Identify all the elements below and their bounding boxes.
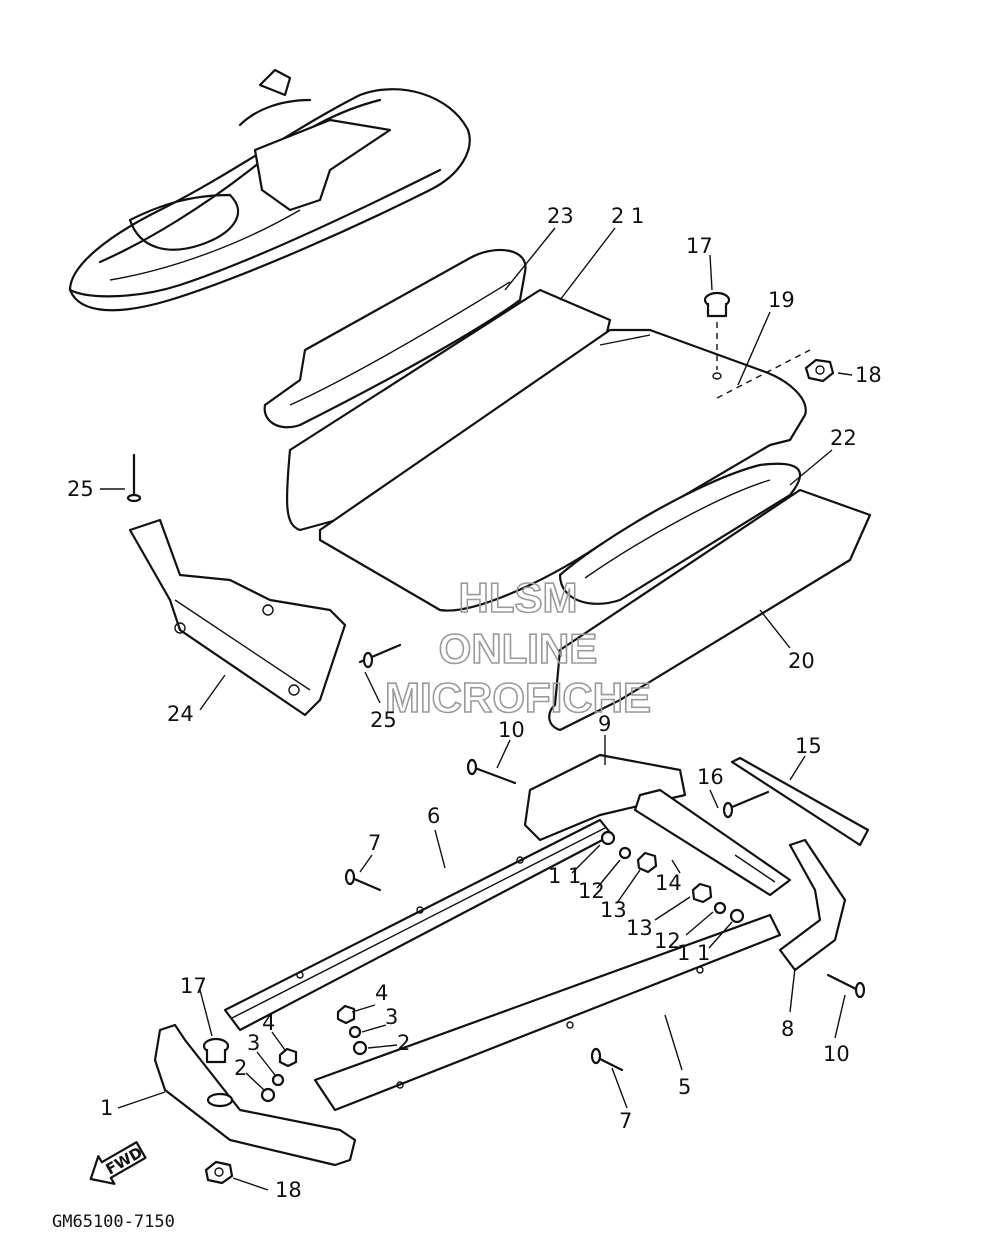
bracket-24 — [128, 518, 347, 717]
callout-5: 5 — [678, 1075, 691, 1099]
strip-15 — [730, 756, 870, 847]
callout-13: 13 — [626, 916, 653, 940]
bolt-10-top — [466, 758, 517, 785]
rail-5 — [313, 913, 782, 1112]
callout-3: 3 — [385, 1005, 398, 1029]
callout-7: 7 — [368, 831, 381, 855]
callout-12: 12 — [578, 879, 605, 903]
forward-direction-arrow: FWD — [89, 1141, 147, 1185]
callout-13: 13 — [600, 898, 627, 922]
leader-lines — [100, 227, 853, 1191]
callout-17: 17 — [180, 974, 207, 998]
callout-7: 7 — [619, 1109, 632, 1133]
callout-10: 10 — [498, 718, 525, 742]
callout-24: 24 — [167, 702, 194, 726]
callout-15: 15 — [795, 734, 822, 758]
callout-2: 2 — [397, 1031, 410, 1055]
bumper-1 — [153, 1023, 357, 1167]
callout-3: 3 — [247, 1031, 260, 1055]
callout-25: 25 — [67, 477, 94, 501]
callout-8: 8 — [781, 1017, 794, 1041]
callout-4: 4 — [375, 981, 388, 1005]
callout-18: 18 — [275, 1178, 302, 1202]
callout-20: 20 — [788, 649, 815, 673]
bracket-8 — [778, 838, 847, 972]
callout-19: 19 — [768, 288, 795, 312]
rivet-16 — [722, 790, 770, 819]
callout-18: 18 — [855, 363, 882, 387]
callout-14: 14 — [655, 871, 682, 895]
grommet-17-bottom — [202, 1037, 230, 1064]
washers-11-12-13-left — [600, 830, 658, 874]
mat-20 — [548, 488, 872, 732]
callout-16: 16 — [697, 765, 724, 789]
bolt-10-bottom — [826, 973, 866, 999]
callout-1: 1 — [100, 1096, 113, 1120]
callout-12: 12 — [654, 929, 681, 953]
washers-2-3-4-right — [336, 1004, 368, 1056]
washers-2-3-4-left — [260, 1047, 298, 1103]
callout-17: 17 — [686, 234, 713, 258]
diagram-code: GM65100-7150 — [52, 1212, 175, 1232]
nut-18-top — [804, 358, 835, 383]
callout-6: 6 — [427, 804, 440, 828]
nut-18-bottom — [204, 1160, 234, 1185]
watermark: HLSM ONLINE MICROFICHE — [384, 573, 652, 722]
callout-23: 23 — [547, 204, 574, 228]
callout-2: 2 — [234, 1056, 247, 1080]
callout-21: 2 1 — [611, 204, 644, 228]
callout-4: 4 — [262, 1011, 275, 1035]
mat-22 — [558, 462, 801, 605]
callout-11: 1 1 — [548, 864, 581, 888]
callout-22: 22 — [830, 426, 857, 450]
mat-23 — [263, 248, 527, 429]
callout-11: 1 1 — [677, 941, 710, 965]
bracket-14 — [633, 788, 792, 897]
watermark-line-1: HLSM — [459, 574, 578, 621]
watercraft-overview — [68, 68, 471, 312]
watermark-line-2: ONLINE — [439, 625, 598, 672]
bolt-7-bottom — [590, 1047, 624, 1072]
callout-25: 25 — [370, 708, 397, 732]
callout-labels: 23 2 1 17 19 18 22 25 24 25 20 10 9 15 1… — [67, 204, 882, 1202]
callout-9: 9 — [598, 712, 611, 736]
watermark-line-3: MICROFICHE — [385, 674, 651, 721]
rivet-25-top — [126, 453, 142, 503]
bolt-7-top — [344, 868, 382, 892]
washers-11-12-13-right — [691, 882, 745, 924]
callout-10: 10 — [823, 1042, 850, 1066]
rivet-25-bottom — [358, 643, 402, 669]
grommet-17-top — [703, 291, 811, 399]
